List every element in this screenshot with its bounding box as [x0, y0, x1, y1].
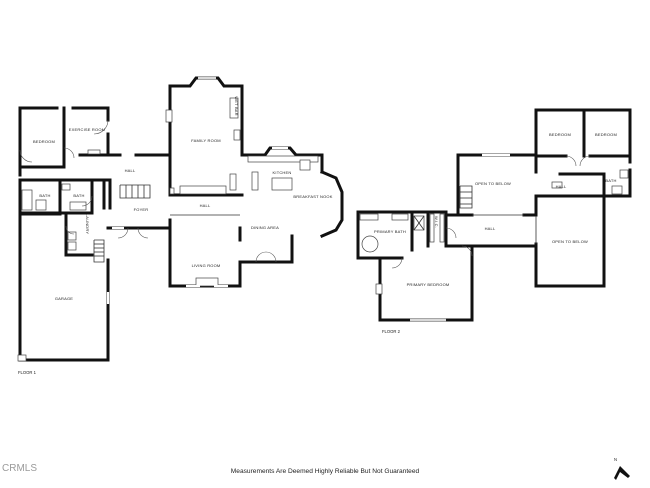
room-label-laundry: LAUNDRY — [85, 214, 90, 235]
room-label-hall-center: HALL — [200, 203, 211, 208]
room-label-primary-bedroom: PRIMARY BEDROOM — [407, 282, 450, 287]
room-label-hall-upper: HALL — [125, 168, 136, 173]
north-arrow-label: N — [614, 457, 617, 462]
room-label-breakfast-nook: BREAKFAST NOOK — [293, 194, 332, 199]
primary-bath-walls — [356, 210, 448, 260]
room-label-bath: BATH — [605, 178, 616, 183]
room-label-open-to-below-top: OPEN TO BELOW — [475, 181, 511, 186]
room-label-wic: W.I.C. — [434, 216, 439, 228]
room-label-exercise-room: EXERCISE ROOM — [69, 127, 105, 132]
room-label-hall-center: HALL — [485, 226, 496, 231]
room-label-open-to-below-right: OPEN TO BELOW — [552, 239, 588, 244]
room-label-bath-right: BATH — [73, 193, 84, 198]
hall-center-walls — [444, 213, 538, 248]
room-label-wet-bar: WET BAR — [234, 96, 239, 116]
watermark-logo: CRMLS — [2, 463, 37, 474]
garage-walls — [17, 212, 110, 362]
primary-bedroom-walls — [375, 244, 474, 322]
kitchen-walls — [229, 146, 344, 264]
room-label-garage: GARAGE — [55, 296, 73, 301]
room-label-bedroom-left: BEDROOM — [549, 132, 571, 137]
room-label-bedroom-right: BEDROOM — [595, 132, 617, 137]
room-label-primary-bath: PRIMARY BATH — [374, 229, 406, 234]
room-label-dining-area: DINING AREA — [251, 225, 279, 230]
floor-2-label: FLOOR 2 — [382, 329, 401, 334]
room-label-bedroom: BEDROOM — [33, 139, 55, 144]
room-label-bath-left: BATH — [39, 193, 50, 198]
room-label-kitchen: KITCHEN — [273, 170, 292, 175]
open-to-below-right-walls — [534, 194, 606, 288]
room-label-family-room: FAMILY ROOM — [191, 138, 221, 143]
floor-1-label: FLOOR 1 — [18, 370, 37, 375]
room-label-living-room: LIVING ROOM — [192, 263, 221, 268]
family-room-walls — [165, 76, 244, 197]
measurement-disclaimer: Measurements Are Deemed Highly Reliable … — [231, 468, 420, 475]
north-arrow-icon: N — [614, 457, 630, 480]
open-to-below-top-walls — [456, 153, 538, 217]
floor-2-plan: BEDROOM BEDROOM OPEN TO BELOW HALL BATH … — [356, 108, 632, 334]
bedroom-exercise-walls — [18, 106, 170, 177]
floor-1-plan: BEDROOM EXERCISE ROOM FAMILY ROOM WET BA… — [17, 76, 344, 375]
central-walls — [106, 153, 267, 288]
upper-bedrooms-walls — [534, 108, 632, 198]
room-label-foyer: FOYER — [134, 207, 149, 212]
room-label-hall-upper: HALL — [556, 184, 567, 189]
